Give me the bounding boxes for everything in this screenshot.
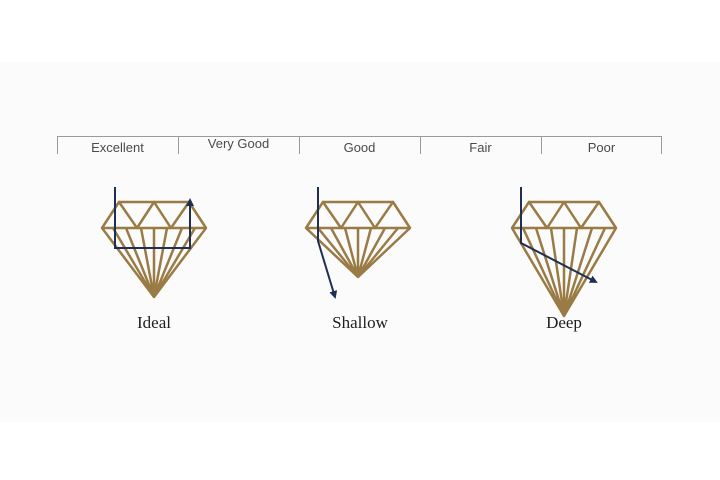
- scale-tick: [541, 137, 542, 154]
- scale-tick: [178, 137, 179, 154]
- scale-tick: [420, 137, 421, 154]
- ideal-light-path: [114, 187, 194, 249]
- scale-tick: [299, 137, 300, 154]
- deep-light-path: [520, 187, 598, 283]
- scale-tick: [661, 137, 662, 154]
- deep-diamond: [510, 200, 618, 318]
- grade-poor: Poor: [587, 140, 616, 155]
- grade-very-good: Very Good: [207, 136, 270, 151]
- cut-label-ideal: Ideal: [137, 313, 171, 332]
- cut-label-shallow: Shallow: [332, 313, 388, 332]
- cut-label-deep: Deep: [546, 313, 582, 332]
- shallow-light-path: [317, 187, 338, 299]
- grade-excellent: Excellent: [91, 140, 144, 155]
- grade-good: Good: [343, 140, 376, 155]
- cut-grade-scale: Excellent Very Good Good Fair Poor: [57, 136, 662, 155]
- grade-fair: Fair: [469, 140, 492, 155]
- shallow-diamond: [304, 200, 412, 279]
- scale-tick: [57, 137, 58, 154]
